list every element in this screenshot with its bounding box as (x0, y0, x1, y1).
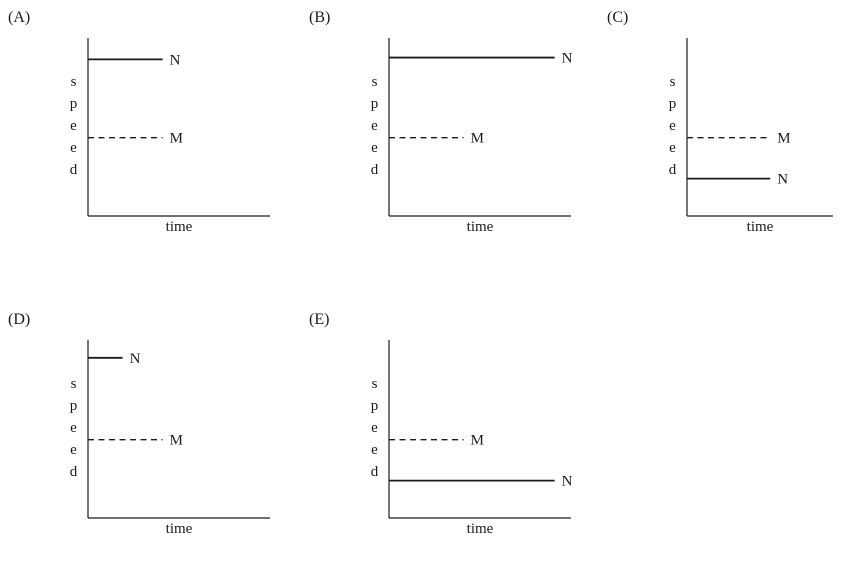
y-axis-label-speed: speed (668, 74, 677, 178)
line-label-N: N (170, 52, 181, 68)
plot-d: NM (87, 340, 270, 519)
y-axis-label-speed: speed (69, 74, 78, 178)
panel-letter-a: (A) (8, 9, 31, 26)
x-axis-label-time: time (466, 521, 494, 537)
plot-a: NM (87, 38, 270, 217)
line-label-M: M (471, 131, 484, 147)
line-label-N: N (777, 172, 788, 188)
line-label-N: N (562, 51, 573, 67)
panel-letter-c: (C) (607, 9, 629, 26)
line-label-N: N (130, 351, 141, 367)
x-axis-label-time: time (466, 219, 494, 235)
y-axis-label-speed: speed (370, 74, 379, 178)
line-label-M: M (170, 433, 183, 449)
x-axis-label-time: time (165, 521, 193, 537)
line-label-N: N (562, 474, 573, 490)
y-axis-label-speed: speed (370, 376, 379, 480)
line-label-M: M (777, 131, 790, 147)
line-label-M: M (471, 433, 484, 449)
plot-e: MN (388, 340, 573, 519)
panel-letter-d: (D) (8, 311, 31, 328)
y-axis-label-speed: speed (69, 376, 78, 480)
x-axis-label-time: time (746, 219, 774, 235)
line-label-M: M (170, 131, 183, 147)
panel-letter-b: (B) (309, 9, 331, 26)
plot-b: NM (388, 38, 573, 217)
plot-c: MN (686, 38, 833, 217)
x-axis-label-time: time (165, 219, 193, 235)
panel-letter-e: (E) (309, 311, 330, 328)
